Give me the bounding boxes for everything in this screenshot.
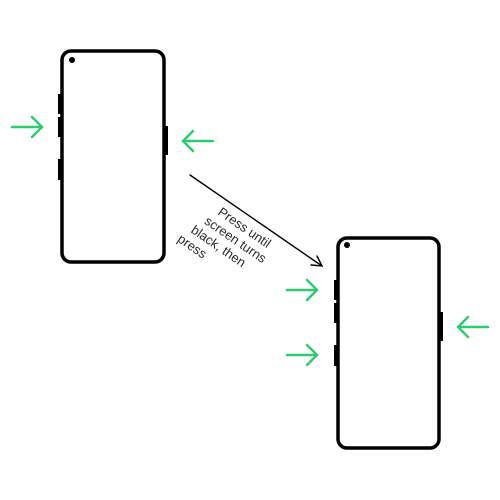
diagonal-arrow-icon <box>189 174 324 267</box>
arrow-right-icon <box>10 115 44 139</box>
volume-up-button <box>334 280 339 300</box>
arrow-left-icon <box>456 315 490 339</box>
bixby-button <box>334 345 339 366</box>
power-button <box>163 126 168 155</box>
camera-dot-icon <box>344 242 350 248</box>
phone-after <box>334 236 443 450</box>
bixby-button <box>58 159 63 180</box>
phone-body <box>60 49 166 264</box>
power-button <box>438 312 443 341</box>
volume-up-button <box>58 94 63 114</box>
phone-body <box>336 236 441 450</box>
volume-down-button <box>334 303 339 323</box>
volume-down-button <box>58 117 63 137</box>
camera-dot-icon <box>69 57 75 63</box>
arrow-right-icon <box>285 278 319 302</box>
instruction-text: Press until screen turns black, then pre… <box>175 194 281 293</box>
arrow-left-icon <box>181 129 215 153</box>
arrow-right-icon <box>285 343 319 367</box>
phone-before <box>58 49 168 264</box>
